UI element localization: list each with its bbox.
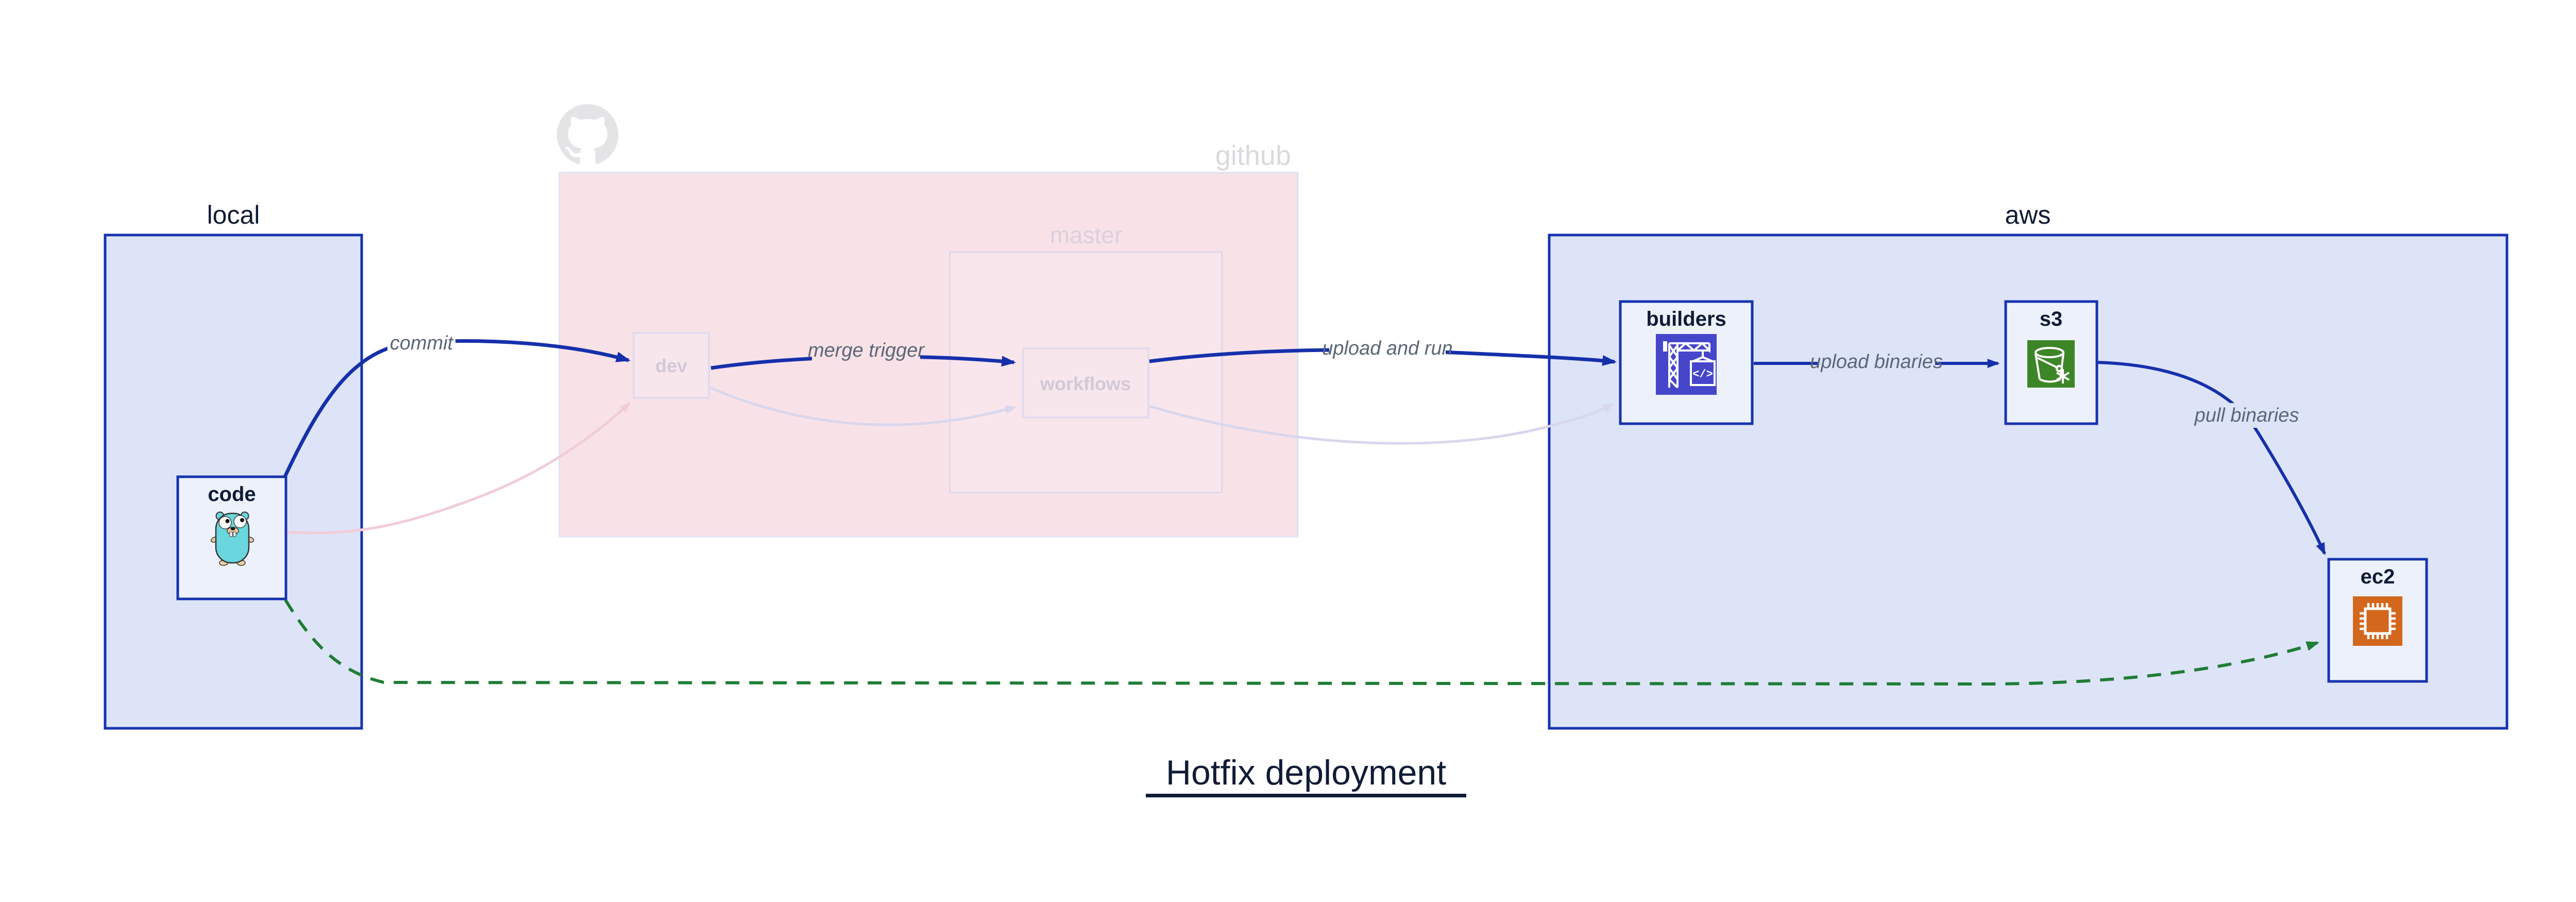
go-gopher-icon [211,511,254,566]
svg-text:upload binaries: upload binaries [1810,351,1943,373]
edge-pull-binaries [2096,361,2326,556]
workflows-box [1022,347,1149,419]
code-label: code [208,483,256,506]
builders-label: builders [1646,308,1726,330]
node-ec2: ec2 [2327,558,2428,683]
svg-text:pull binaries: pull binaries [2194,405,2299,426]
edge-label-upload-binaries: upload binaries [1810,349,1943,374]
edge-faded-run [1149,403,1614,445]
node-builders: builders </> [1619,300,1754,425]
master-label: master [1050,222,1123,248]
edge-faded-commit [286,402,631,534]
code-brackets-glyph: </> [1692,368,1713,381]
edge-label-upload-and-run: upload and run [1322,336,1453,361]
ec2-chip-icon [2353,596,2402,646]
page-title: Hotfix deployment [1146,753,1466,797]
node-workflows: workflows [1022,347,1149,419]
local-container: local [104,201,363,730]
code-box [176,475,287,600]
svg-text:upload and run: upload and run [1322,338,1453,359]
edge-label-merge-trigger: merge trigger [808,338,925,363]
title-underline [1146,794,1466,797]
svg-text:Hotfix deployment: Hotfix deployment [1166,753,1446,792]
edge-hotfix-direct [284,599,2319,686]
dev-box [633,332,710,399]
dev-label: dev [655,355,687,376]
local-label: local [207,201,260,229]
github-container: github master [557,104,1299,538]
edge-faded-merge [709,386,1016,426]
ec2-label: ec2 [2361,565,2395,588]
node-dev: dev [633,332,710,399]
s3-bucket-icon [2027,340,2075,388]
edge-label-pull-binaries: pull binaries [2194,403,2299,428]
node-code: code [176,475,287,600]
svg-text:merge trigger: merge trigger [808,340,925,361]
github-octocat-icon [557,104,619,164]
workflows-label: workflows [1040,373,1131,394]
s3-label: s3 [2040,308,2063,330]
node-s3: s3 [2004,300,2098,425]
codebuild-crane-icon: </> [1656,334,1717,395]
edge-label-commit: commit [387,331,455,356]
github-label: github [1215,140,1291,171]
aws-label: aws [2005,201,2051,229]
svg-text:commit: commit [390,332,454,354]
